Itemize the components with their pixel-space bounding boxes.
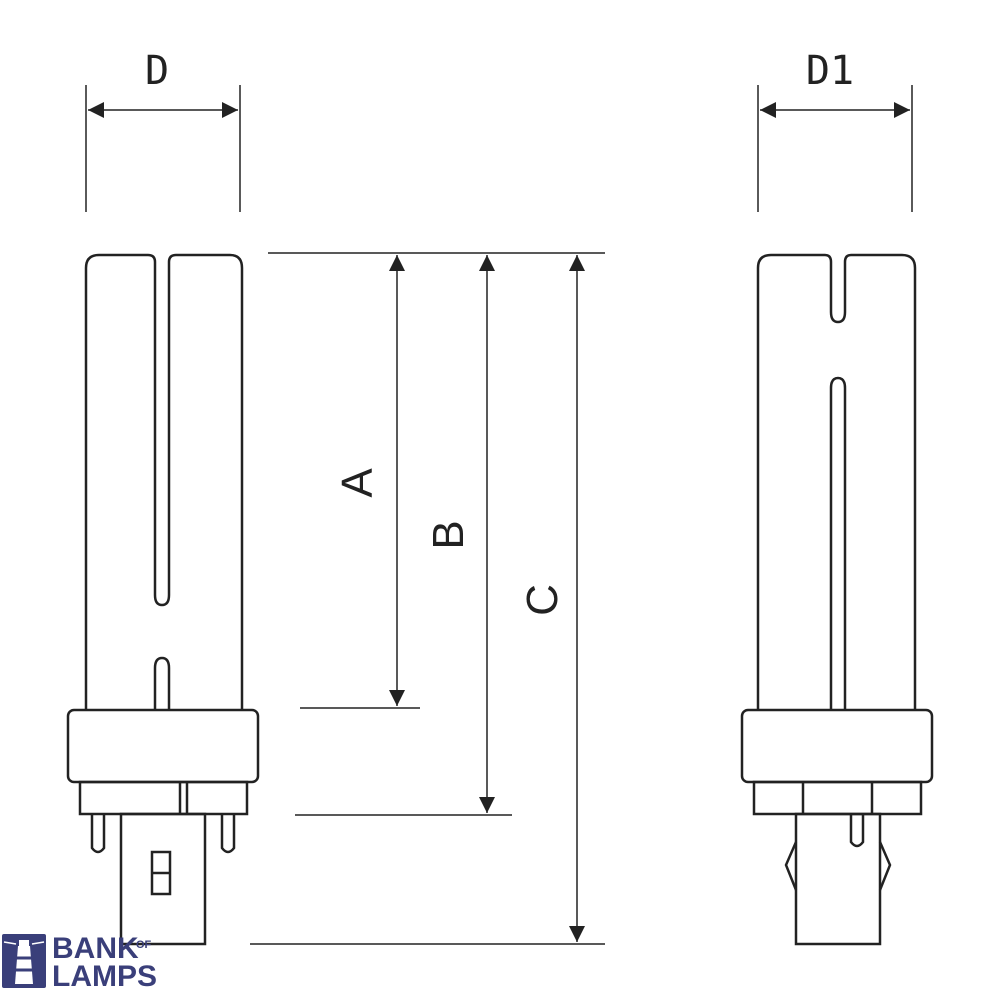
label-a: A xyxy=(333,468,382,498)
clip-left xyxy=(784,841,798,891)
tube-outline-front xyxy=(84,253,244,710)
tube-lower-slot xyxy=(153,656,171,710)
base-collar-side xyxy=(740,708,934,784)
pin-side xyxy=(849,814,865,848)
plug-side xyxy=(794,812,882,946)
base-block-front xyxy=(78,780,249,816)
logo-of: OF xyxy=(136,939,152,951)
lamp-front-view xyxy=(66,253,260,946)
extension-lines xyxy=(250,252,605,945)
lamp-side-view xyxy=(740,253,934,946)
dimension-d1 xyxy=(757,85,913,212)
plug-front xyxy=(119,812,207,946)
label-c: C xyxy=(518,584,567,616)
base-block-side xyxy=(752,780,923,816)
logo-line-2: LAMPS xyxy=(52,960,157,993)
label-d: D xyxy=(145,48,169,94)
logo-line-1: BANK xyxy=(52,932,139,965)
bank-of-lamps-logo: BANK OF LAMPS xyxy=(2,932,157,993)
base-collar-front xyxy=(66,708,260,784)
dimension-d xyxy=(85,85,241,212)
label-d1: D1 xyxy=(806,48,854,94)
clip-right xyxy=(878,841,892,891)
label-b: B xyxy=(424,520,473,549)
pin-left xyxy=(90,814,106,854)
tube-outline-side xyxy=(756,253,917,710)
pin-right xyxy=(220,814,236,854)
lighthouse-icon xyxy=(2,934,46,988)
tube-inner-slot-side xyxy=(829,376,847,710)
